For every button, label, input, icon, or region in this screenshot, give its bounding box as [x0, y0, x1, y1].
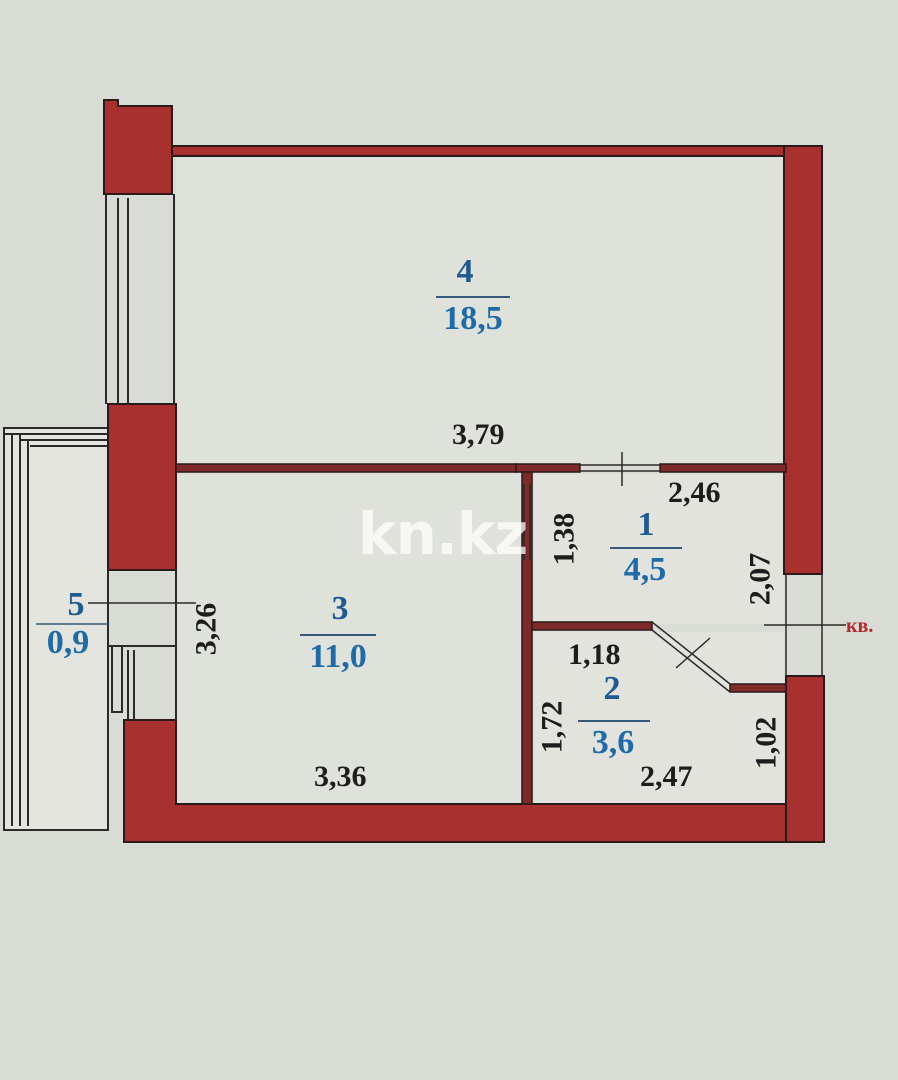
balcony-door: [107, 570, 177, 720]
room-2-fraction-line: [578, 720, 650, 722]
dimension-room1-height: 2,07: [743, 552, 777, 606]
dimension-room2-width: 2,47: [640, 760, 693, 793]
dimension-room2-left: 1,72: [535, 700, 569, 754]
room-4-area: 18,5: [443, 300, 503, 337]
partitions: [175, 463, 787, 805]
room-3-floor: [176, 474, 526, 804]
entry-label: кв.: [846, 615, 874, 637]
dimension-room2-top: 1,18: [568, 638, 621, 671]
room-4-floor: [176, 156, 784, 466]
room-5-area: 0,9: [46, 624, 90, 661]
balcony: [3, 427, 109, 831]
room-2-area: 3,6: [591, 724, 635, 761]
window-room-4: [105, 194, 175, 404]
dimension-room2-right: 1,02: [749, 716, 783, 770]
room-2-floor: [534, 632, 784, 804]
room-1-fraction-line: [610, 547, 682, 549]
room-4-fraction-line: [436, 296, 510, 298]
room-3-fraction-line: [300, 634, 376, 636]
room-2-number: 2: [603, 670, 621, 707]
room-1-number: 1: [637, 506, 655, 543]
dimension-room1-wall: 1,38: [547, 512, 581, 566]
room-5-number: 5: [67, 586, 85, 623]
room-3-number: 3: [331, 590, 349, 627]
dimension-room4-width: 3,79: [452, 418, 505, 451]
room-1-area: 4,5: [623, 551, 667, 588]
dimension-room3-width: 3,36: [314, 760, 367, 793]
room-5-leader: [36, 602, 196, 625]
room-4-number: 4: [456, 253, 474, 290]
room-3-area: 11,0: [309, 638, 367, 675]
exterior-walls: [103, 99, 825, 843]
dimension-room3-height: 3,26: [189, 602, 223, 656]
dimension-room1-width: 2,46: [668, 476, 721, 509]
room-1-floor: [534, 474, 784, 624]
door-openings: [523, 452, 846, 693]
watermark: kn.kz: [358, 500, 528, 568]
